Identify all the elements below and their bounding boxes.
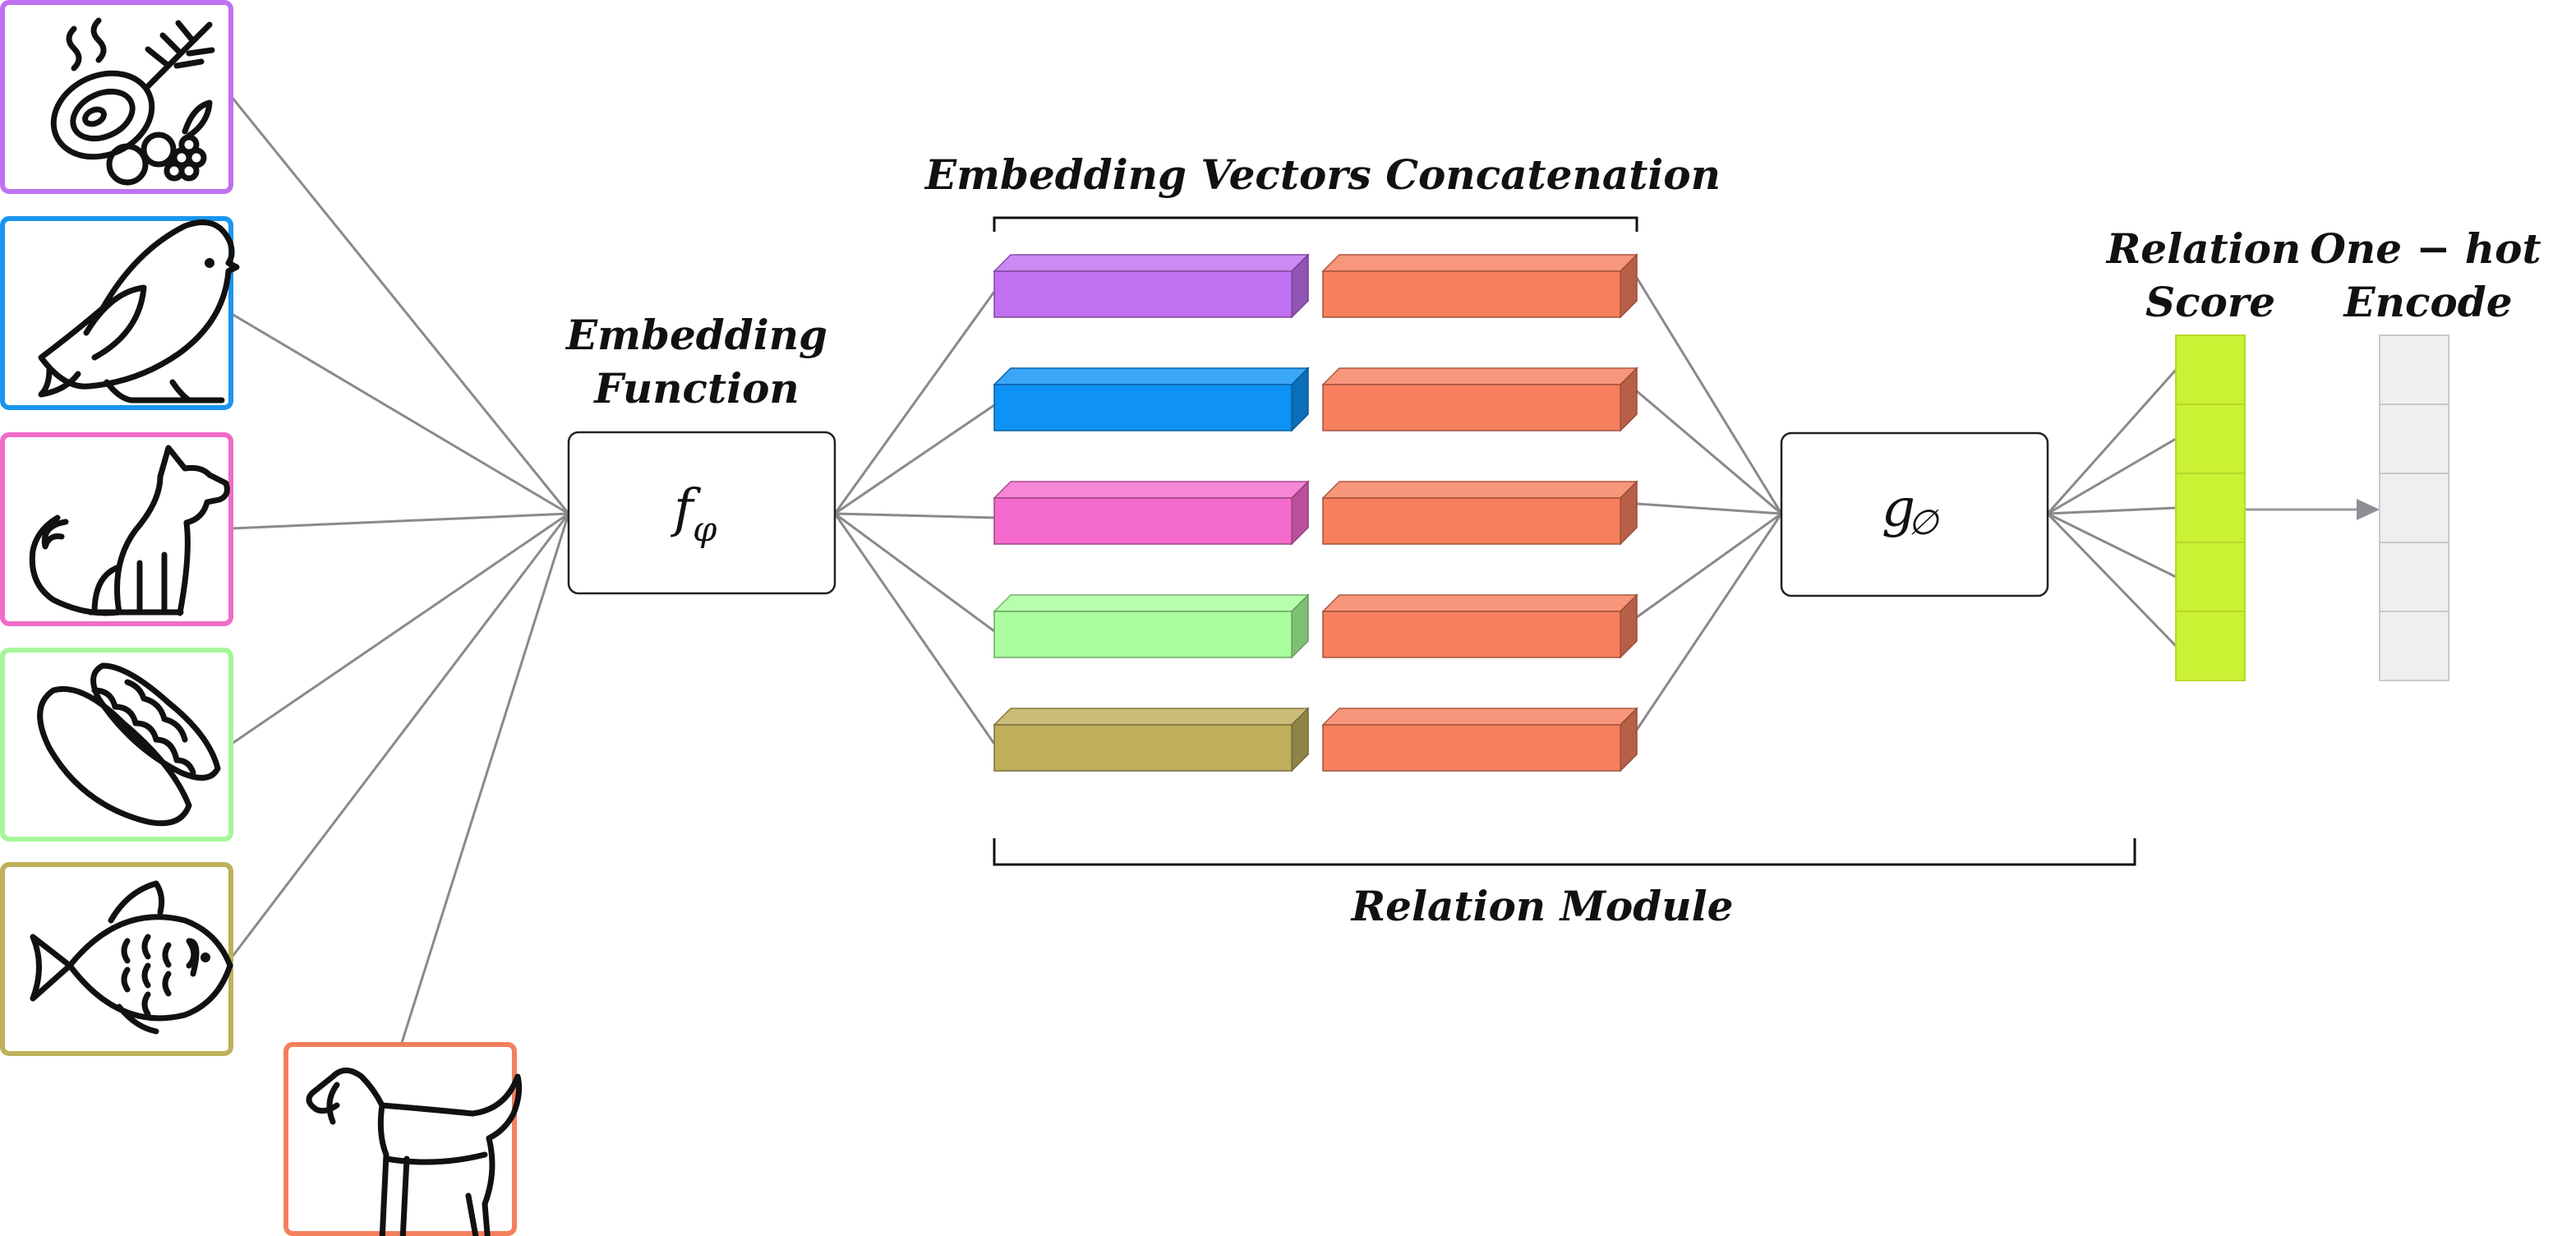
concat-bracket (993, 216, 1638, 232)
query-box-dog (283, 1042, 517, 1236)
one-hot-cell (2379, 611, 2449, 681)
embedding-concat-label: Embedding Vectors Concatenation (924, 150, 1721, 199)
embedding-function-label-line2: Function (592, 364, 800, 413)
query-embedding-vector-3 (1321, 480, 1638, 546)
relation-score-column (2175, 334, 2246, 681)
g-subscript: ∅ (1908, 502, 1940, 542)
embedding-vectors (993, 253, 1638, 772)
relation-score-label-line2: Score (2145, 278, 2275, 326)
one-hot-column (2379, 334, 2449, 681)
input-connectors (230, 96, 570, 1046)
embedding-function-label-line1: Embedding (565, 311, 827, 359)
embedding-vector-5 (993, 707, 1310, 772)
bird-icon (38, 219, 240, 404)
relation-module-label: Relation Module (1350, 882, 1734, 930)
input-box-fish (0, 862, 233, 1056)
one-hot-label-line2: Encode (2342, 278, 2512, 326)
relation-score-cell (2175, 404, 2246, 474)
relation-score-cell (2175, 334, 2246, 405)
input-box-hotdog (0, 648, 233, 842)
one-hot-cell (2379, 334, 2449, 405)
relation-score-cell (2175, 611, 2246, 681)
relation-module-bracket (993, 838, 2136, 866)
embedding-vector-4 (993, 593, 1310, 659)
f-subscript: φ (693, 509, 717, 549)
dog-icon (306, 1068, 523, 1236)
relation-function-box (1780, 431, 2049, 597)
relation-score-cell (2175, 542, 2246, 612)
embedding-connectors (833, 291, 996, 745)
embedding-function-box (567, 431, 836, 595)
relation-connectors (1635, 277, 1783, 731)
score-connectors (2046, 369, 2177, 648)
embedding-vector-1 (993, 253, 1310, 319)
g-symbol: g (1882, 478, 1915, 539)
one-hot-cell (2379, 404, 2449, 474)
hotdog-icon (37, 662, 221, 827)
cat-icon (29, 445, 230, 616)
one-hot-label-line1: One − hot (2310, 224, 2541, 273)
score-to-onehot-arrow (2245, 499, 2380, 520)
query-embedding-vector-1 (1321, 253, 1638, 319)
input-image-column (0, 0, 517, 1236)
query-embedding-vector-5 (1321, 707, 1638, 772)
fish-icon (30, 880, 233, 1035)
input-box-cat (0, 432, 233, 626)
food-meat-icon (50, 17, 215, 186)
relation-score-cell (2175, 473, 2246, 543)
one-hot-cell (2379, 542, 2449, 612)
query-embedding-vector-2 (1321, 367, 1638, 432)
relation-score-label-line1: Relation (2105, 224, 2302, 273)
embedding-vector-3 (993, 480, 1310, 546)
one-hot-cell (2379, 473, 2449, 543)
query-embedding-vector-4 (1321, 593, 1638, 659)
embedding-vector-2 (993, 367, 1310, 432)
